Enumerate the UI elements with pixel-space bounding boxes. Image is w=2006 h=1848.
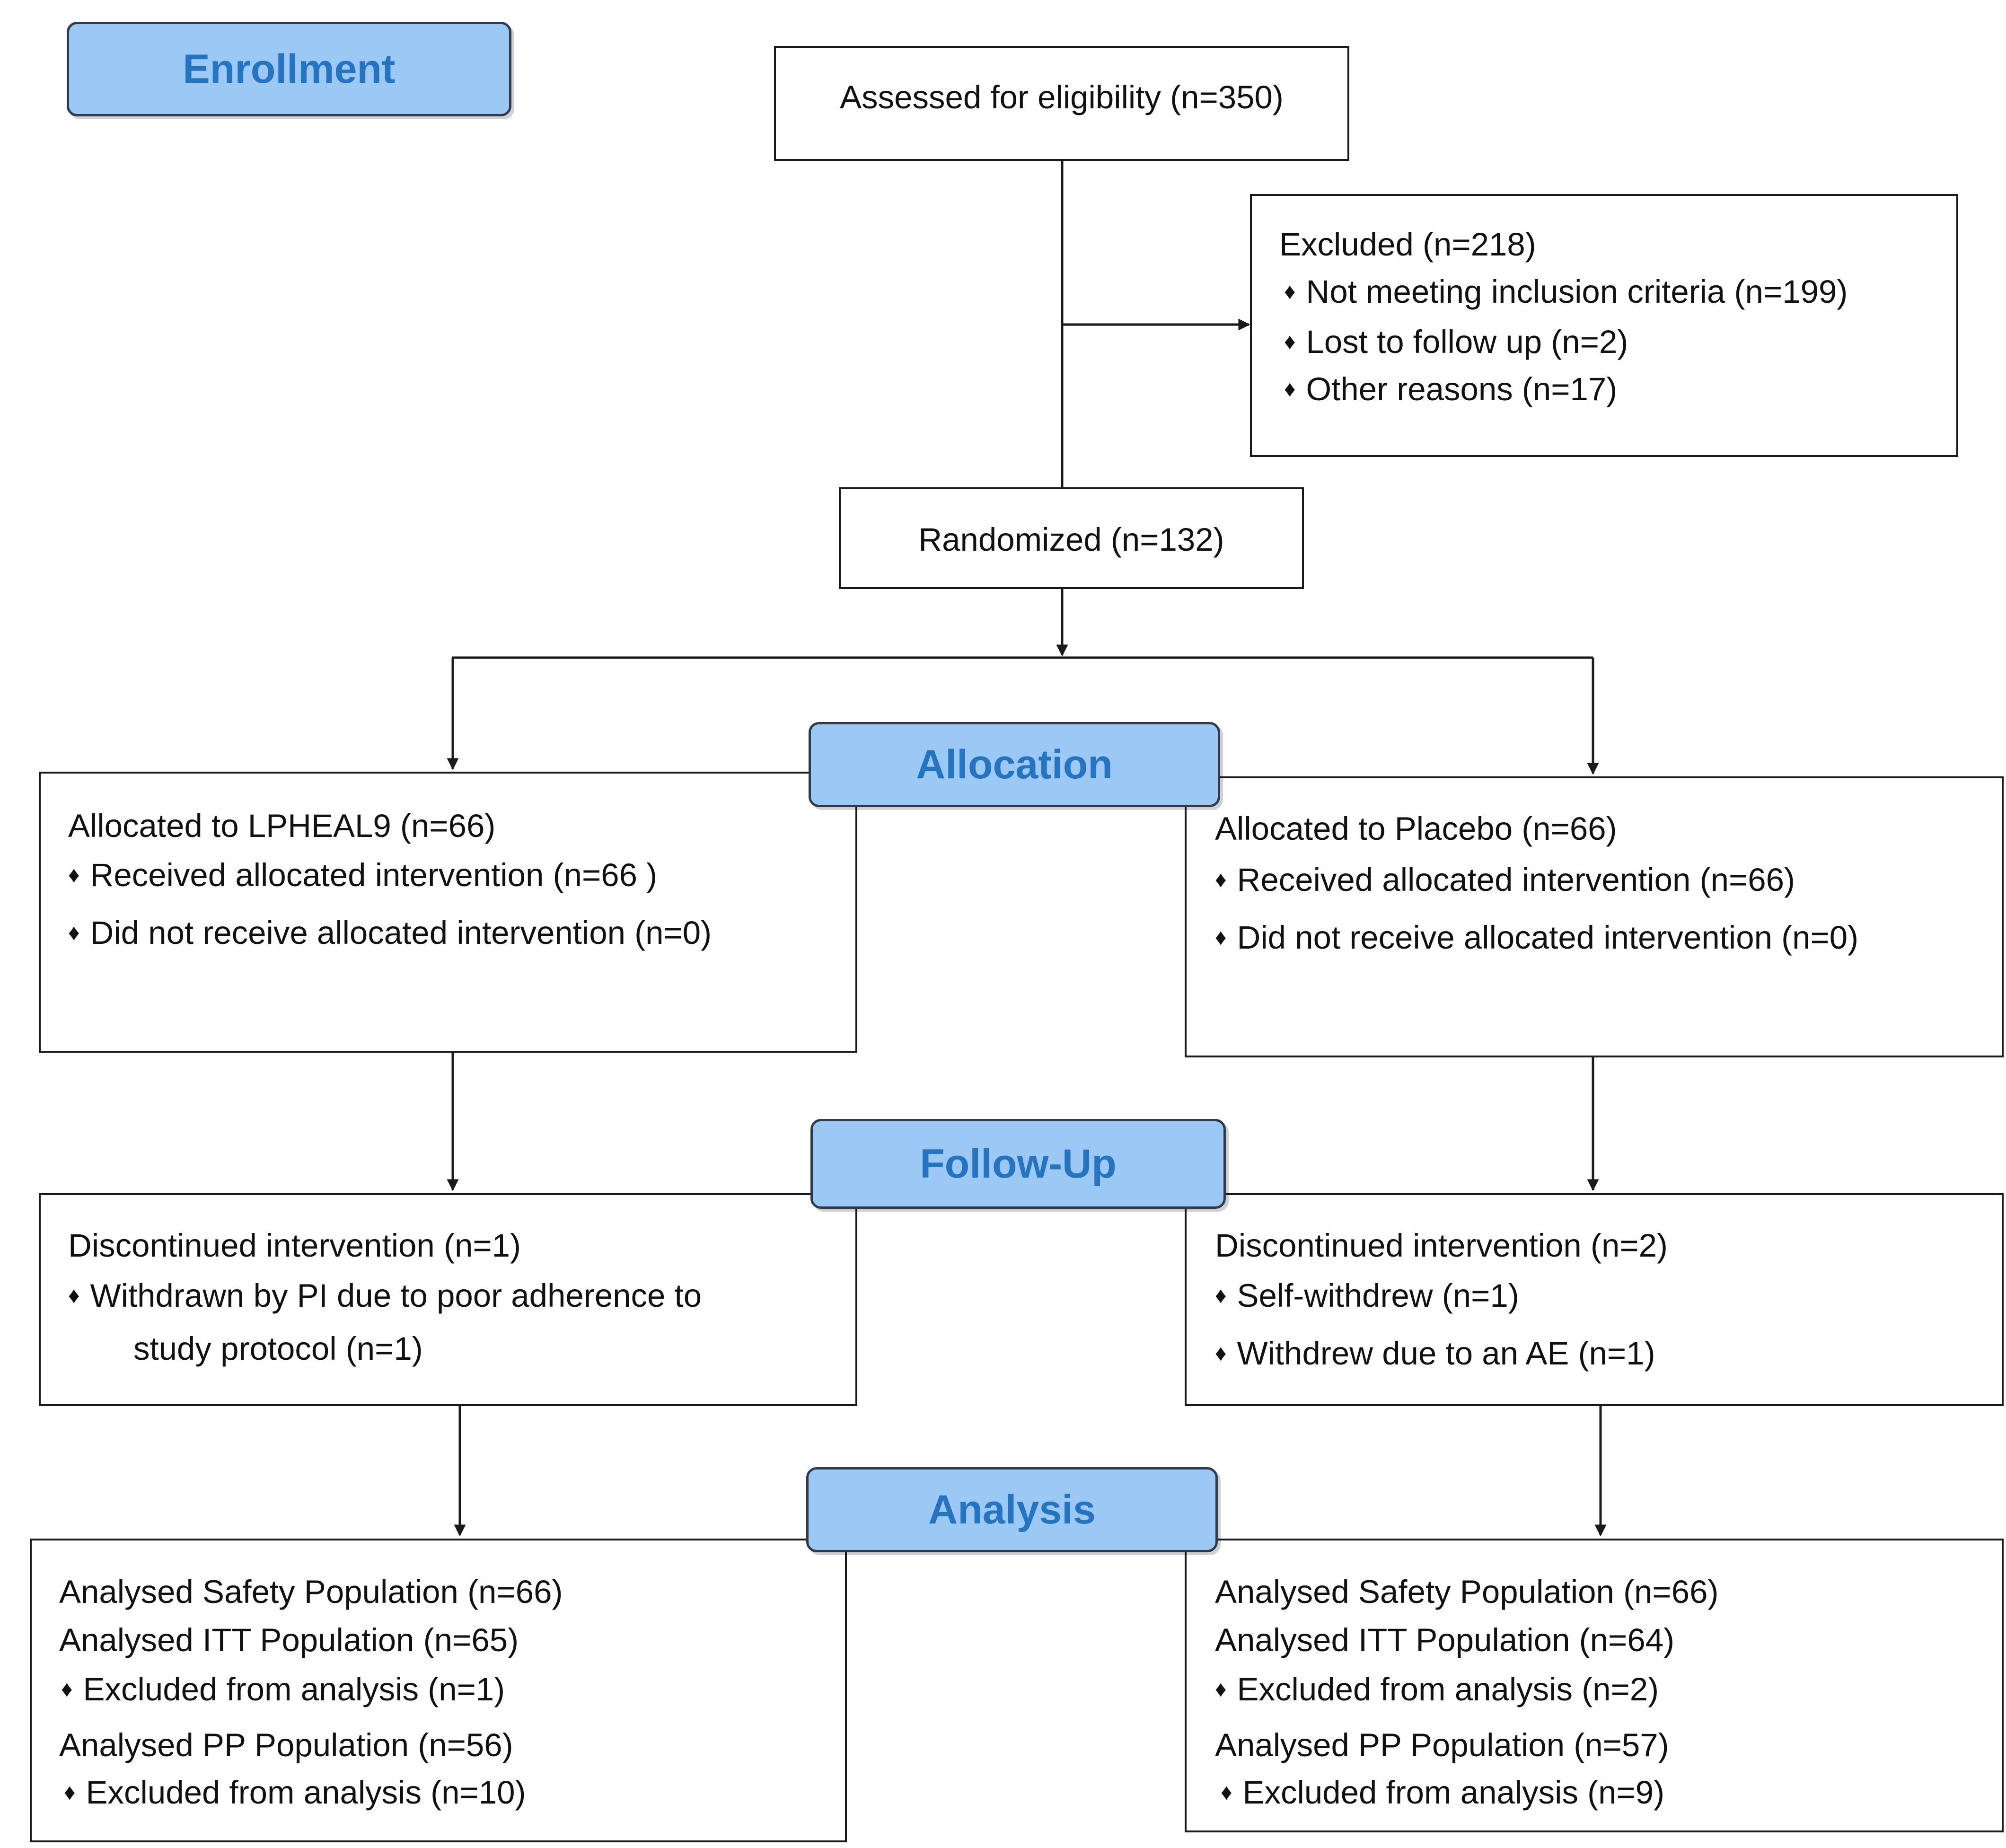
followup-left-withdrawn: Withdrawn by PI due to poor adherence to — [68, 1279, 702, 1312]
followup-right-title: Discontinued intervention (n=2) — [1215, 1227, 1668, 1264]
analysis-left-pp-excluded: Excluded from analysis (n=10) — [64, 1776, 526, 1809]
stage-analysis: Analysis — [806, 1467, 1218, 1552]
randomized-box: Randomized (n=132) — [839, 487, 1304, 589]
analysis-right-pp-excluded: Excluded from analysis (n=9) — [1221, 1776, 1665, 1809]
followup-right-box: Discontinued intervention (n=2) Self-wit… — [1185, 1193, 2004, 1406]
excluded-title: Excluded (n=218) — [1279, 226, 1536, 263]
analysis-left-box: Analysed Safety Population (n=66) Analys… — [30, 1539, 847, 1842]
stage-enrollment: Enrollment — [67, 22, 511, 116]
allocation-right-title: Allocated to Placebo (n=66) — [1215, 810, 1617, 847]
excluded-box: Excluded (n=218) Not meeting inclusion c… — [1250, 194, 1958, 457]
allocation-left-box: Allocated to LPHEAL9 (n=66) Received all… — [39, 772, 857, 1053]
followup-left-withdrawn-cont: study protocol (n=1) — [133, 1330, 423, 1367]
excluded-reason-3: Other reasons (n=17) — [1284, 373, 1618, 405]
analysis-right-itt-excluded: Excluded from analysis (n=2) — [1215, 1673, 1659, 1706]
analysis-right-pp: Analysed PP Population (n=57) — [1215, 1727, 1669, 1763]
allocation-right-not-received: Did not receive allocated intervention (… — [1215, 921, 1859, 954]
excluded-reason-2: Lost to follow up (n=2) — [1284, 326, 1628, 358]
randomized-label: Randomized (n=132) — [918, 521, 1224, 558]
stage-follow-up: Follow-Up — [810, 1119, 1226, 1209]
analysis-right-box: Analysed Safety Population (n=66) Analys… — [1185, 1539, 2004, 1832]
assessed-label: Assessed for eligibility (n=350) — [840, 79, 1284, 115]
analysis-left-pp: Analysed PP Population (n=56) — [59, 1727, 513, 1763]
followup-left-box: Discontinued intervention (n=1) Withdraw… — [39, 1193, 857, 1406]
analysis-left-itt: Analysed ITT Population (n=65) — [59, 1622, 519, 1658]
excluded-reason-1: Not meeting inclusion criteria (n=199) — [1284, 275, 1848, 308]
allocation-left-title: Allocated to LPHEAL9 (n=66) — [68, 808, 496, 844]
analysis-right-safety: Analysed Safety Population (n=66) — [1215, 1574, 1719, 1610]
analysis-left-safety: Analysed Safety Population (n=66) — [59, 1574, 563, 1610]
assessed-box: Assessed for eligibility (n=350) — [774, 46, 1349, 161]
allocation-left-not-received: Did not receive allocated intervention (… — [68, 916, 712, 949]
followup-left-title: Discontinued intervention (n=1) — [68, 1227, 521, 1264]
analysis-right-itt: Analysed ITT Population (n=64) — [1215, 1622, 1675, 1658]
followup-right-self-withdrew: Self-withdrew (n=1) — [1215, 1279, 1519, 1312]
allocation-right-box: Allocated to Placebo (n=66) Received all… — [1185, 776, 2004, 1057]
stage-allocation: Allocation — [809, 722, 1220, 807]
followup-right-withdrew-ae: Withdrew due to an AE (n=1) — [1215, 1337, 1655, 1370]
allocation-right-received: Received allocated intervention (n=66) — [1215, 863, 1795, 896]
analysis-left-itt-excluded: Excluded from analysis (n=1) — [61, 1673, 505, 1706]
allocation-left-received: Received allocated intervention (n=66 ) — [68, 859, 658, 891]
